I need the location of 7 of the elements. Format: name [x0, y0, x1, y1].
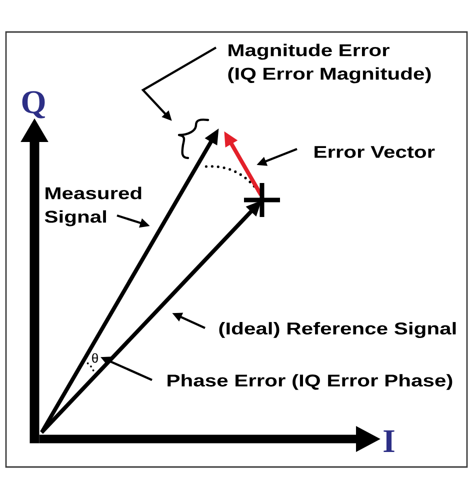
callout-label: (Ideal) Reference Signal: [219, 322, 456, 338]
callout-label: Magnitude Error (IQ Error Magnitude): [228, 44, 431, 84]
callout-label: Phase Error (IQ Error Phase): [168, 374, 452, 390]
curly-brace: [178, 118, 210, 160]
axis-label: I: [384, 430, 394, 452]
axis-label: Q: [22, 91, 45, 118]
callout-label: Error Vector: [314, 146, 435, 158]
